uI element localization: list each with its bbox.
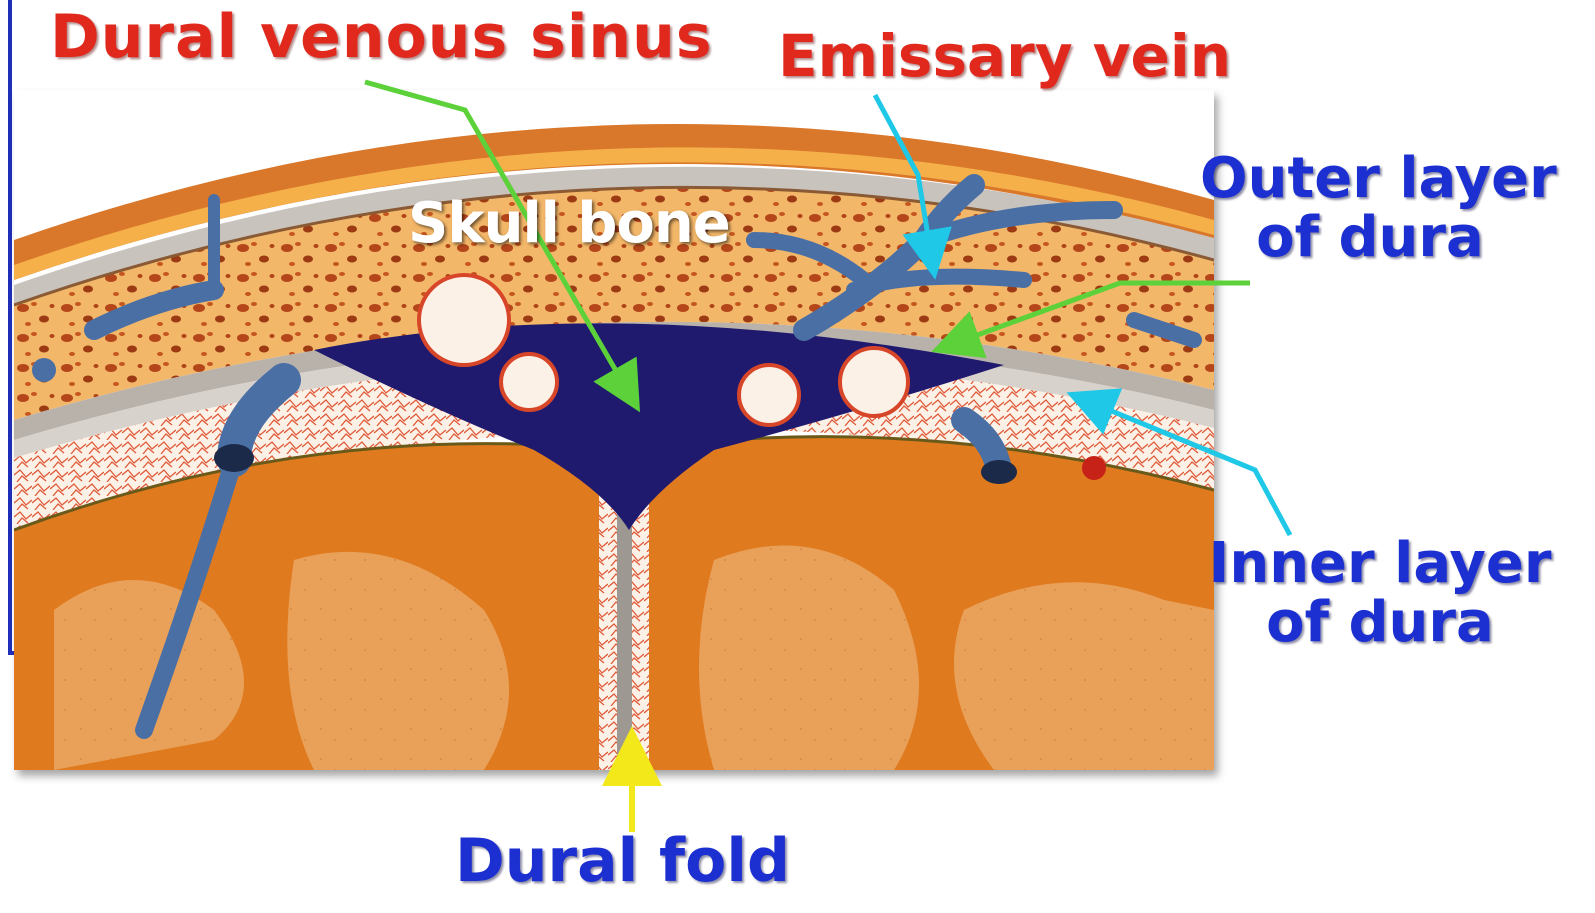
label-inner-layer-of-dura: Inner layer of dura bbox=[1205, 535, 1555, 653]
label-dural-venous-sinus: Dural venous sinus bbox=[50, 6, 713, 69]
label-outer-layer-line1: Outer layer bbox=[1200, 150, 1540, 209]
label-skull-bone: Skull bone bbox=[408, 195, 730, 254]
label-outer-layer-of-dura: Outer layer of dura bbox=[1200, 150, 1540, 268]
label-outer-layer-line2: of dura bbox=[1200, 209, 1540, 268]
label-dural-fold: Dural fold bbox=[455, 830, 790, 893]
label-inner-layer-line1: Inner layer bbox=[1205, 535, 1555, 594]
label-emissary-vein: Emissary vein bbox=[778, 26, 1231, 87]
label-inner-layer-line2: of dura bbox=[1205, 594, 1555, 653]
